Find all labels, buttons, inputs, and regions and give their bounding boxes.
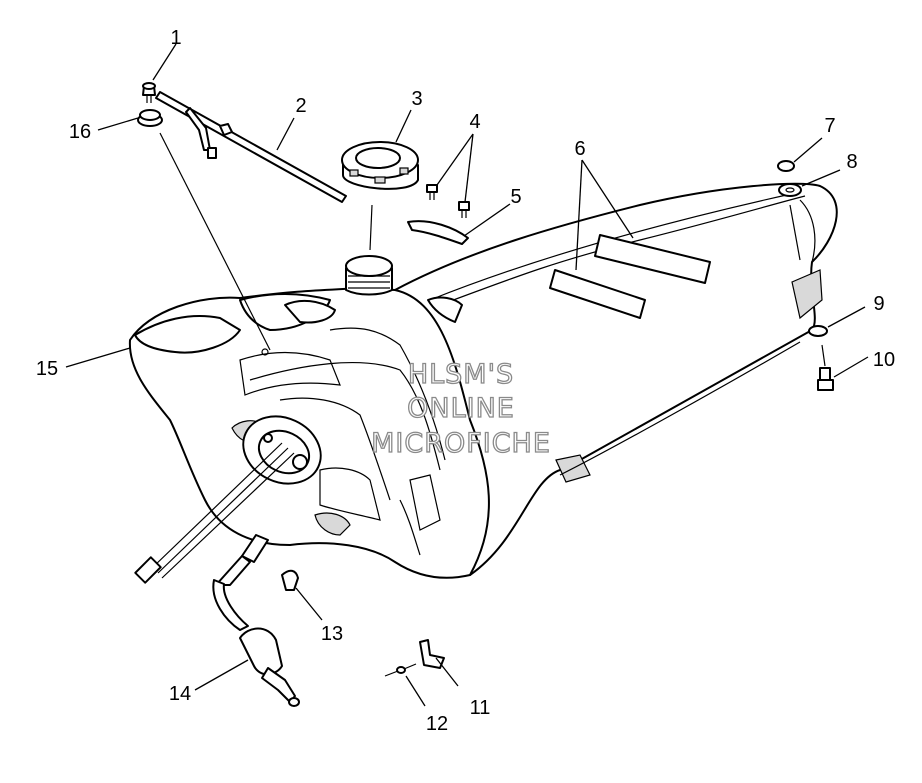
callout-11: 11 (470, 697, 491, 719)
part-8-washer (778, 183, 802, 197)
callout-3: 3 (411, 88, 422, 110)
part-9-washer (808, 325, 828, 337)
part-12-rivet (384, 663, 417, 677)
callout-2: 2 (295, 95, 306, 117)
watermark-line-1: HLSM'S (408, 359, 514, 390)
harness-connector (134, 556, 162, 584)
watermark-line-3: MICROFICHE (371, 428, 551, 459)
part-16-grommet (137, 109, 163, 127)
callout-15: 15 (36, 358, 58, 380)
callout-1: 1 (170, 27, 181, 49)
part-5-bracket (407, 220, 469, 245)
watermark: HLSM'S ONLINE MICROFICHE (370, 358, 551, 459)
part-7-nut (777, 160, 795, 172)
fuel-tank (128, 182, 838, 579)
leader-lines (65, 43, 869, 707)
part-10-bolt (817, 367, 834, 391)
callout-4: 4 (469, 111, 480, 133)
decal-strip (549, 269, 646, 319)
part-3-fuel-cap (341, 141, 419, 190)
callout-8: 8 (846, 151, 857, 173)
part-2-vent-hose (155, 91, 347, 203)
callout-12: 12 (426, 713, 448, 735)
part-1-screw (142, 82, 156, 103)
callout-5: 5 (510, 186, 521, 208)
wire-harness (134, 442, 295, 584)
part-14-fuel-line-filter (212, 534, 300, 707)
watermark-line-2: ONLINE (407, 393, 515, 424)
part-13-clip (281, 569, 299, 591)
callout-14: 14 (169, 683, 191, 705)
decal-strip (594, 234, 711, 284)
part-4-screws (426, 184, 470, 218)
callout-9: 9 (873, 293, 884, 315)
callout-7: 7 (824, 115, 835, 137)
callout-labels: 1 2 3 4 5 6 7 8 9 10 11 12 13 14 15 16 (36, 27, 895, 735)
callout-10: 10 (873, 349, 895, 371)
callout-13: 13 (321, 623, 343, 645)
callout-16: 16 (69, 121, 91, 143)
callout-6: 6 (574, 138, 585, 160)
